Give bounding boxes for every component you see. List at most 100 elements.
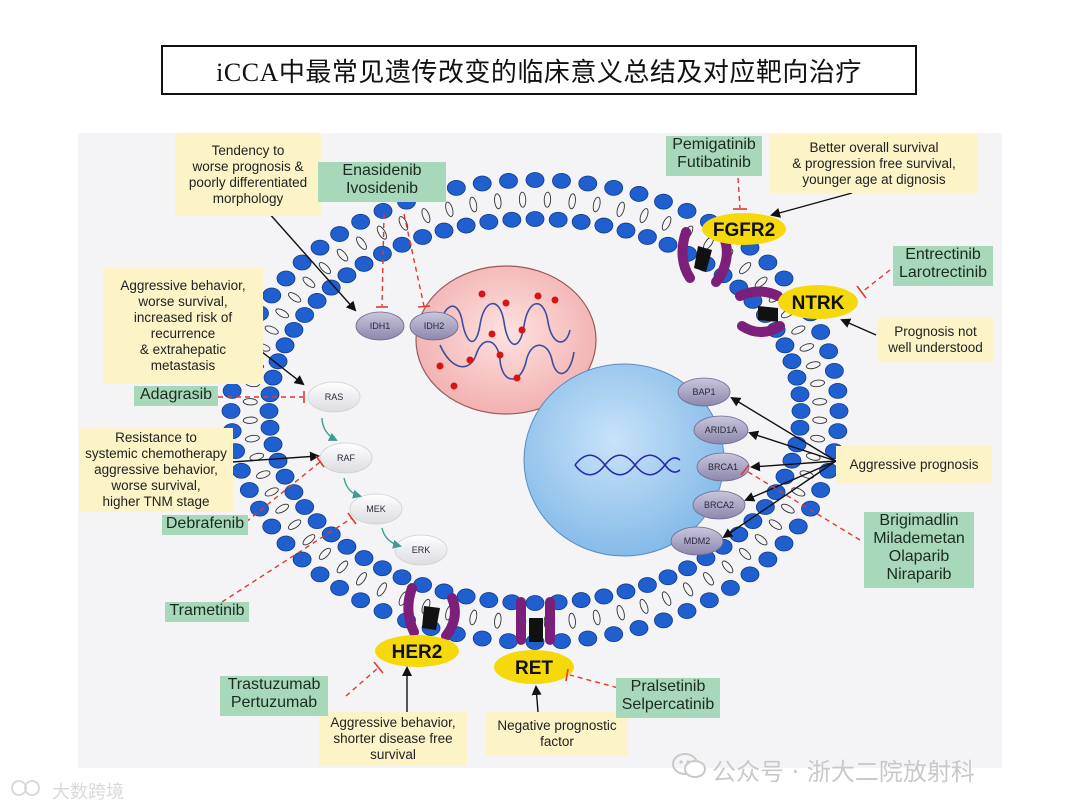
lipid-tail bbox=[703, 572, 714, 586]
lipid-head bbox=[276, 535, 296, 552]
lipid-head bbox=[263, 369, 283, 386]
lipid-head bbox=[413, 229, 432, 245]
lipid-head bbox=[552, 172, 571, 189]
lipid-head bbox=[758, 551, 778, 568]
lipid-head bbox=[743, 513, 763, 530]
lipid-tail bbox=[799, 343, 815, 352]
mitochondrion bbox=[415, 265, 597, 415]
protein-ras: RAS bbox=[307, 381, 361, 413]
svg-text:RAF: RAF bbox=[337, 453, 356, 463]
lipid-tail bbox=[255, 470, 271, 479]
lipid-tail bbox=[812, 416, 828, 424]
lipid-head bbox=[629, 186, 649, 202]
lipid-head bbox=[337, 538, 357, 555]
lipid-head bbox=[604, 626, 624, 643]
lipid-head bbox=[292, 551, 312, 568]
lipid-tail bbox=[791, 487, 806, 497]
lipid-head bbox=[552, 633, 571, 650]
lipid-tail bbox=[616, 605, 625, 621]
lipid-tail bbox=[661, 216, 672, 231]
lipid-tail bbox=[754, 534, 768, 546]
svg-text:RAS: RAS bbox=[325, 392, 344, 402]
lipid-tail bbox=[376, 225, 387, 240]
lipid-head bbox=[699, 592, 719, 609]
lipid-tail bbox=[469, 196, 478, 213]
protein-raf: RAF bbox=[319, 442, 373, 474]
lipid-head bbox=[774, 535, 794, 552]
lipid-head bbox=[616, 583, 636, 600]
svg-text:BAP1: BAP1 bbox=[692, 387, 715, 397]
lipid-head bbox=[260, 386, 280, 403]
lipid-head bbox=[321, 526, 341, 543]
lipid-tail bbox=[543, 191, 552, 208]
protein-brca1: BRCA1 bbox=[696, 452, 750, 482]
lipid-head bbox=[525, 595, 545, 611]
lipid-tail bbox=[739, 547, 752, 560]
lipid-tail bbox=[810, 379, 825, 388]
lipid-head bbox=[276, 270, 296, 287]
lipid-tail bbox=[318, 262, 331, 275]
lipid-tail bbox=[661, 591, 672, 606]
lipid-head bbox=[373, 245, 392, 262]
drug-ras-inhibitor: Adagrasib bbox=[134, 386, 218, 406]
lipid-head bbox=[721, 580, 740, 596]
protein-brca2: BRCA2 bbox=[692, 490, 746, 520]
lipid-head bbox=[525, 172, 545, 188]
lipid-tail bbox=[592, 196, 601, 213]
lipid-head bbox=[330, 226, 349, 242]
drug-ret-inhibitors: Pralsetinib Selpercatinib bbox=[616, 678, 720, 718]
ntrk-label: NTRK bbox=[778, 285, 858, 319]
lipid-tail bbox=[242, 398, 258, 406]
lipid-head bbox=[638, 577, 657, 593]
lipid-tail bbox=[318, 547, 331, 560]
corner-watermark-text: 大数跨境 bbox=[52, 782, 124, 803]
lipid-tail bbox=[288, 519, 302, 530]
lipid-head bbox=[774, 270, 794, 287]
lipid-head bbox=[787, 436, 807, 453]
protein-idh1: IDH1 bbox=[355, 311, 405, 341]
lipid-head bbox=[239, 482, 259, 498]
ret-receptor bbox=[516, 597, 555, 645]
lipid-head bbox=[268, 353, 288, 370]
lipid-head bbox=[729, 526, 749, 543]
protein-mdm2: MDM2 bbox=[670, 526, 724, 556]
lipid-head bbox=[758, 254, 778, 271]
svg-text:MEK: MEK bbox=[366, 504, 386, 514]
lipid-head bbox=[829, 403, 849, 419]
lipid-tail bbox=[245, 434, 260, 443]
lipid-head bbox=[654, 612, 673, 629]
protein-erk: ERK bbox=[394, 534, 448, 566]
lipid-tail bbox=[639, 598, 649, 614]
lipid-head bbox=[525, 211, 545, 227]
lipid-head bbox=[479, 214, 499, 230]
drug-fgfr2-inhibitors: Pemigatinib Futibatinib bbox=[666, 136, 762, 176]
lipid-head bbox=[678, 560, 697, 577]
note-ras-prognosis: Aggressive behavior, worse survival, inc… bbox=[103, 268, 263, 384]
lipid-tail bbox=[805, 361, 821, 370]
lipid-head bbox=[275, 337, 295, 354]
lipid-head bbox=[782, 452, 802, 469]
ntrk-receptor bbox=[735, 286, 785, 337]
lipid-head bbox=[307, 513, 327, 530]
lipid-tail bbox=[288, 292, 302, 303]
lipid-tail bbox=[275, 308, 290, 319]
lipid-head bbox=[310, 239, 330, 256]
lipid-head bbox=[392, 569, 412, 586]
note-raf-prognosis: Resistance to systemic chemotherapy aggr… bbox=[79, 428, 233, 512]
svg-text:BRCA2: BRCA2 bbox=[704, 500, 734, 510]
lipid-tail bbox=[810, 434, 825, 443]
lipid-tail bbox=[739, 262, 752, 275]
lipid-head bbox=[658, 569, 678, 586]
lipid-head bbox=[373, 203, 393, 219]
lipid-head bbox=[578, 630, 598, 647]
lipid-head bbox=[351, 213, 371, 230]
lipid-head bbox=[262, 287, 282, 304]
lipid-head bbox=[456, 588, 476, 605]
protein-mek: MEK bbox=[349, 493, 403, 525]
svg-text:ERK: ERK bbox=[412, 545, 431, 555]
svg-text:HER2: HER2 bbox=[392, 642, 443, 663]
lipid-tail bbox=[469, 609, 478, 626]
ras-raf-mek-erk-pathway bbox=[321, 417, 402, 549]
svg-text:IDH1: IDH1 bbox=[370, 321, 391, 331]
